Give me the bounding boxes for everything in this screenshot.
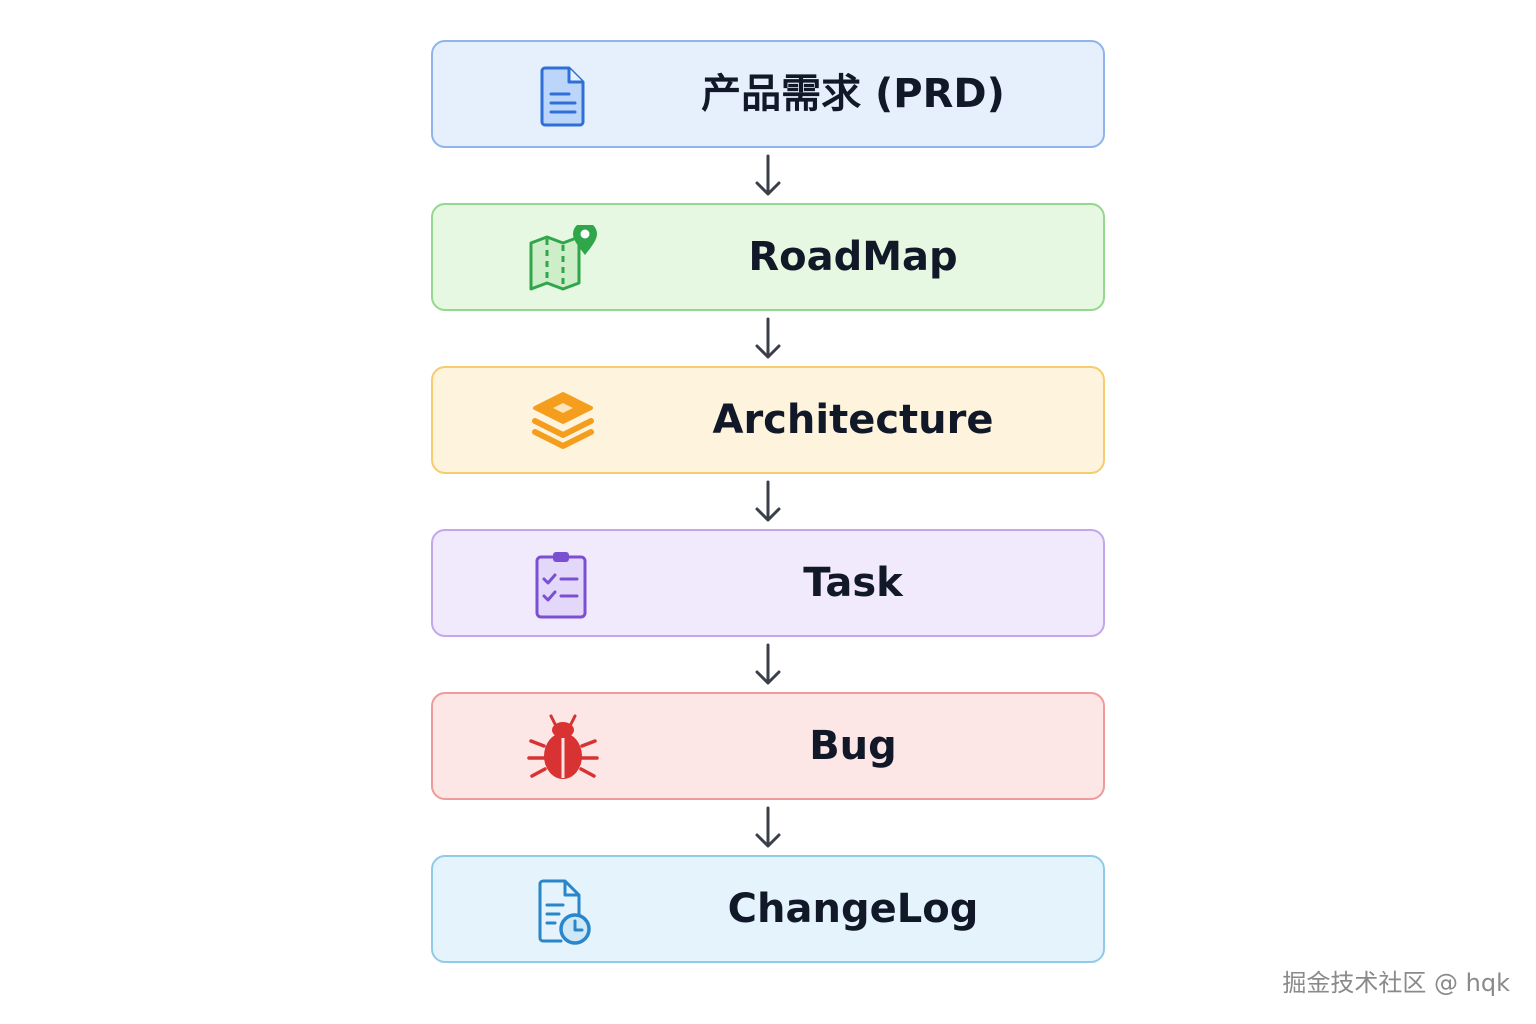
flow-arrow (431, 148, 1105, 203)
layers-icon (525, 388, 601, 456)
stage-roadmap: RoadMap (431, 203, 1105, 311)
stage-label: 产品需求 (PRD) (701, 71, 1005, 117)
stage-changelog: ChangeLog (431, 855, 1105, 963)
stage-prd: 产品需求 (PRD) (431, 40, 1105, 148)
clipboard-checklist-icon (525, 551, 601, 619)
flow-arrow (431, 311, 1105, 366)
flow-arrow (431, 474, 1105, 529)
stage-task: Task (431, 529, 1105, 637)
document-icon (525, 62, 601, 130)
map-pin-icon (525, 225, 601, 293)
stage-label: Bug (809, 723, 897, 769)
bug-icon (525, 714, 601, 782)
flow-arrow (431, 637, 1105, 692)
stage-label: Task (803, 560, 903, 606)
document-clock-icon (525, 877, 601, 945)
stage-architecture: Architecture (431, 366, 1105, 474)
stage-label: Architecture (712, 397, 994, 443)
flow-diagram: 产品需求 (PRD) RoadMap (431, 40, 1105, 963)
watermark: 掘金技术社区 @ hqk (1282, 969, 1510, 997)
flow-arrow (431, 800, 1105, 855)
stage-label: RoadMap (748, 234, 958, 280)
stage-label: ChangeLog (727, 886, 979, 932)
stage-bug: Bug (431, 692, 1105, 800)
